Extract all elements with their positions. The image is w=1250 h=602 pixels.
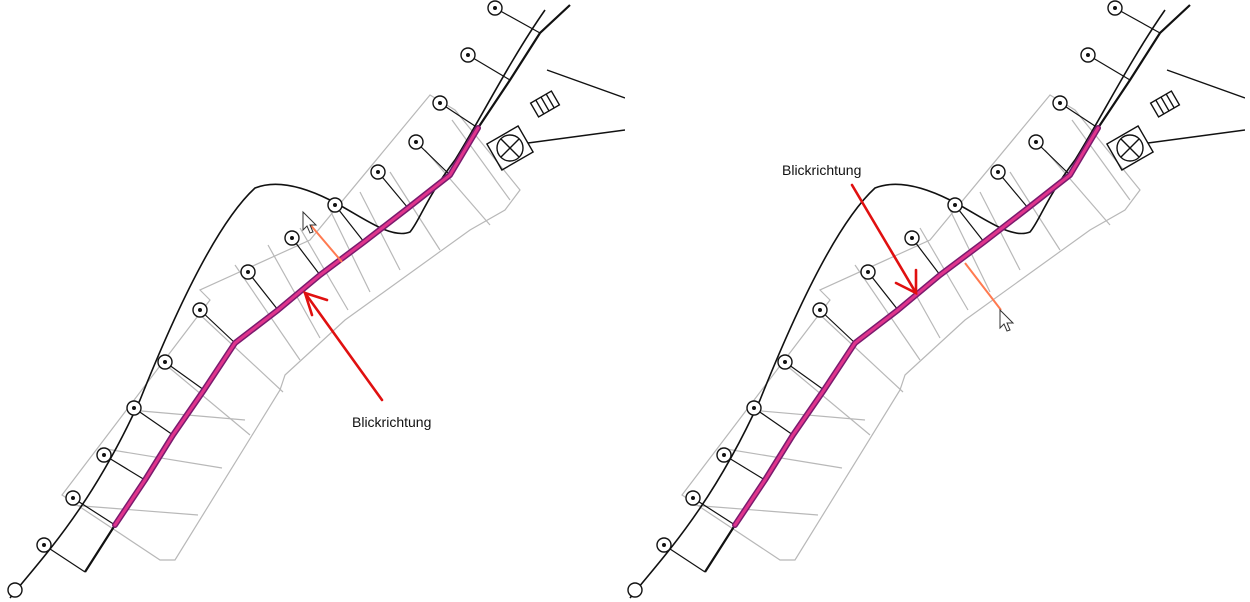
section-cut-line — [307, 221, 343, 263]
pipe-route — [704, 4, 1191, 573]
boundary-line — [1166, 69, 1245, 99]
pipe-route — [84, 4, 571, 573]
node-markers — [627, 0, 1123, 598]
marker-dots — [662, 6, 1117, 547]
plan-drawing-right — [627, 0, 1245, 599]
plan-drawing-left — [7, 0, 625, 599]
building-outline — [61, 94, 521, 561]
shaft-cross-icon — [1105, 125, 1245, 171]
building-outline — [681, 94, 1141, 561]
cursor-arrow-icon — [999, 308, 1015, 332]
panel-right: Blickrichtung — [620, 0, 1245, 602]
stairs-icon — [529, 90, 561, 118]
view-direction-arrow — [850, 183, 918, 296]
marker-dots — [42, 6, 497, 547]
connector-lines — [43, 7, 541, 573]
site-boundary — [629, 9, 1166, 599]
panel-left: Blickrichtung — [7, 0, 625, 599]
connector-lines — [663, 7, 1161, 573]
boundary-line — [546, 69, 625, 99]
view-direction-label: Blickrichtung — [352, 414, 432, 430]
view-direction-arrow — [302, 290, 384, 402]
stairs-icon — [1149, 90, 1181, 118]
shaft-cross-icon — [485, 125, 625, 171]
section-cut-line — [964, 262, 1002, 311]
node-markers — [7, 0, 503, 598]
site-boundary — [9, 9, 546, 599]
view-direction-label: Blickrichtung — [782, 162, 862, 178]
cursor-arrow-icon — [302, 210, 318, 234]
